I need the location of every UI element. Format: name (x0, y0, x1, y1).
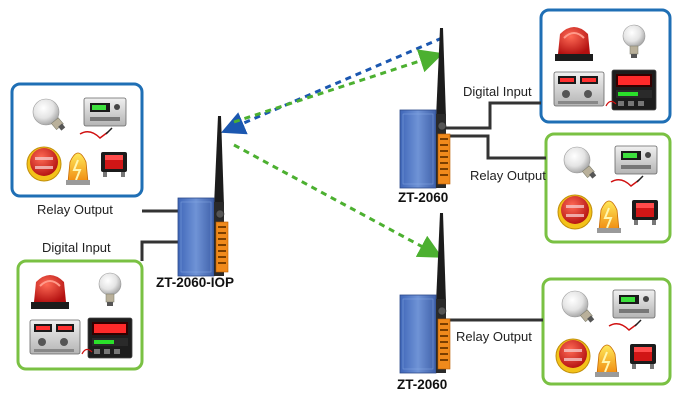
left-relay-output-label: Relay Output (37, 202, 113, 217)
right-top-relay-output-label: Relay Output (470, 168, 546, 183)
right-top-device-name: ZT-2060 (398, 190, 448, 205)
zt-2060-bottom-device-icon (399, 212, 451, 374)
wiring (140, 101, 546, 322)
wireless-link-top-arrow (233, 49, 444, 124)
right-bottom-relay-output-label: Relay Output (456, 329, 532, 344)
right-bottom-device-name: ZT-2060 (397, 377, 447, 392)
main-device-name: ZT-2060-IOP (156, 275, 234, 290)
right-top-digital-input-wire (446, 101, 541, 130)
wireless-link-uplink-arrow (220, 36, 443, 135)
wireless-link-bottom-arrow (233, 143, 443, 258)
zt-2060-iop-device-icon (177, 115, 229, 277)
left-digital-input-label: Digital Input (42, 240, 111, 255)
left-digital-input-wire (140, 240, 178, 261)
right-top-relay-output-wire (446, 134, 546, 160)
right-top-digital-input-label: Digital Input (463, 84, 532, 99)
